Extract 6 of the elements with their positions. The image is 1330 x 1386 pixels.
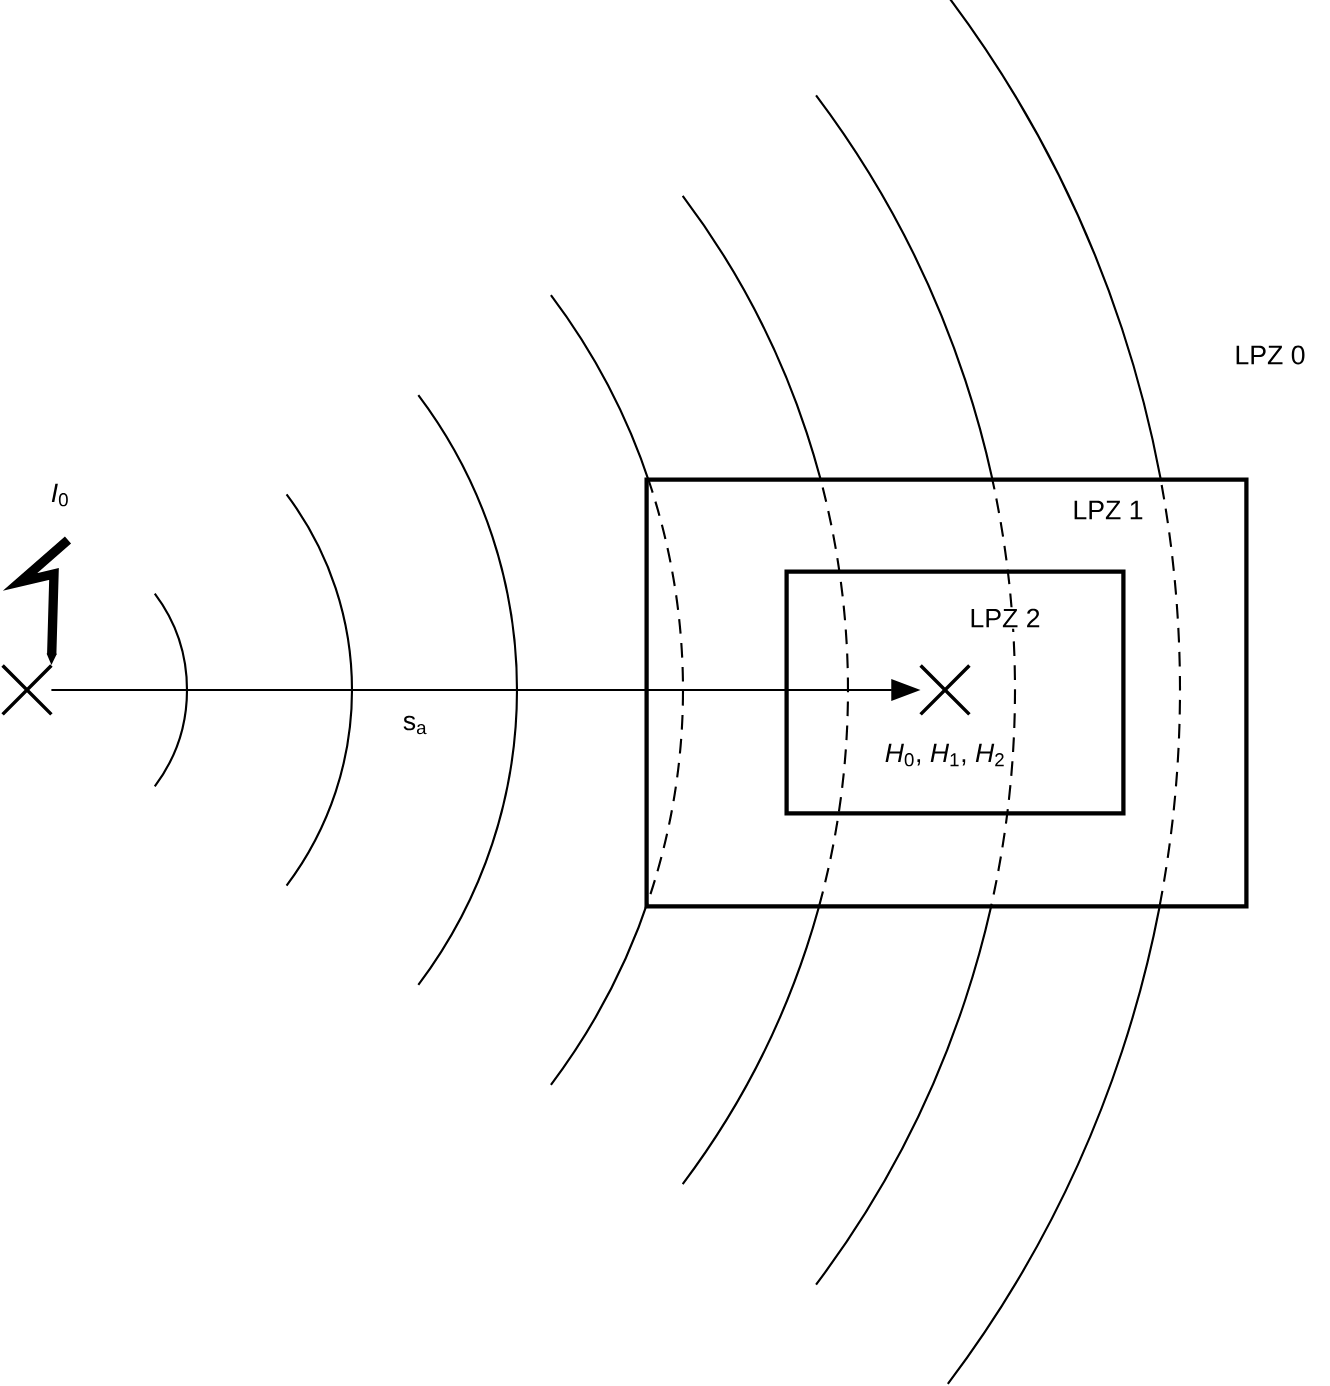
edge-label: s$_{a}$ [401,714,429,736]
cross-mark [0,663,54,717]
edge-label: I$_{0}$ [49,482,71,508]
zone-label: LPZ 0 [1236,345,1305,365]
zone-box: LPZ 2 H$_{0}$, H$_{1}$, H$_{2}$ [784,569,1126,816]
cross-mark [918,663,972,717]
